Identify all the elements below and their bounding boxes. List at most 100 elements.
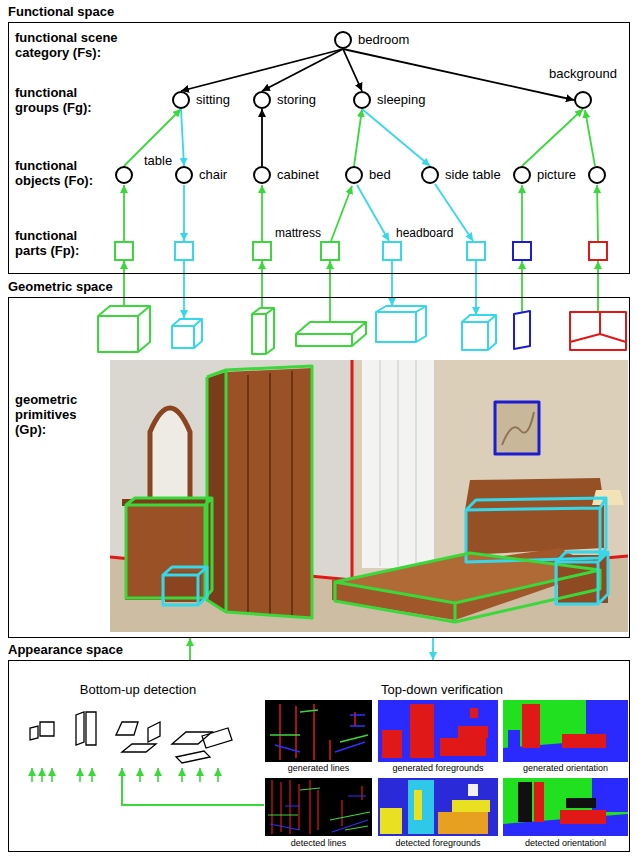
bedroom-photo — [465, 478, 604, 555]
part-square — [175, 242, 193, 260]
part-arrow — [585, 110, 595, 166]
section-label: Top-down verification — [362, 682, 522, 697]
thumbnail-caption: detected lines — [265, 838, 372, 848]
connector-arrow — [181, 109, 184, 166]
node-label: table — [144, 152, 172, 170]
bottom-up-arrow — [31, 768, 33, 782]
connector-arrow — [189, 638, 191, 660]
bottom-up-segments — [76, 712, 96, 745]
part-square — [253, 242, 271, 260]
object-node: chair — [175, 166, 193, 184]
detected-foregrounds-thumbnail — [438, 812, 488, 834]
geometric-primitive — [252, 308, 274, 354]
detected-foregrounds-thumbnail — [378, 778, 498, 836]
thumbnail-caption: generated orientation — [503, 763, 628, 773]
part-square — [115, 242, 607, 260]
bedroom-photo — [110, 360, 628, 632]
node-label: bed — [369, 166, 391, 184]
node-label: sitting — [196, 91, 230, 109]
part-square — [383, 242, 401, 260]
detected-lines-thumbnail — [270, 796, 368, 832]
node-label: cabinet — [277, 166, 319, 184]
bedroom-photo — [207, 366, 312, 618]
node-label: chair — [199, 166, 227, 184]
part-arrow — [331, 186, 352, 241]
part-square — [589, 242, 607, 260]
detected-foregrounds-thumbnail — [408, 780, 434, 834]
geometric-primitive — [296, 322, 366, 346]
bottom-up-arrow — [157, 768, 159, 782]
primitive-arrow — [597, 261, 599, 312]
row-label: geometric primitives (Gp): — [15, 392, 107, 437]
bottom-up-arrow — [41, 768, 43, 782]
generated-foregrounds-thumbnail — [458, 726, 488, 738]
detected-orientation-thumbnail — [560, 810, 606, 824]
object-node: side table — [421, 166, 439, 184]
generated-foregrounds-thumbnail — [410, 704, 434, 758]
detected-foregrounds-thumbnail — [380, 808, 402, 834]
part-square — [321, 242, 339, 260]
detected-orientation-thumbnail — [534, 782, 544, 822]
bedroom-photo — [163, 567, 207, 605]
bedroom-photo — [207, 372, 226, 612]
part-arrow — [597, 185, 598, 241]
part-arrow — [261, 185, 263, 241]
object-node: picture — [513, 166, 531, 184]
bedroom-photo — [495, 402, 539, 454]
bottom-up-arrow — [79, 768, 81, 782]
detected-orientation-thumbnail — [503, 778, 628, 836]
geometric-primitive — [514, 311, 530, 349]
primitive-arrow — [183, 261, 185, 318]
primitive-arrow — [123, 261, 125, 306]
row-label: functional parts (Fp): — [15, 228, 111, 258]
primitive-arrow — [124, 261, 598, 322]
bedroom-photo — [556, 552, 608, 604]
thumbnail-caption: generated foregrounds — [378, 763, 498, 773]
geometric-primitive — [98, 306, 150, 352]
bedroom-photo — [110, 360, 628, 632]
detected-orientation-thumbnail — [592, 778, 628, 812]
generated-orientation-thumbnail — [508, 730, 520, 748]
group-node: sitting — [172, 91, 190, 109]
detected-lines-thumbnail — [265, 778, 372, 836]
bedroom-photo — [502, 412, 534, 445]
generated-orientation-thumbnail — [522, 704, 540, 748]
node-label: sleeping — [377, 91, 425, 109]
panel-heading: Appearance space — [8, 642, 123, 658]
bedroom-photo — [226, 368, 312, 618]
row-label: functional groups (Fg): — [15, 85, 111, 115]
node-label: background — [549, 65, 617, 83]
thumbnail-caption: generated lines — [265, 763, 372, 773]
geometric-primitive — [98, 306, 626, 354]
connector-arrow — [522, 109, 583, 166]
bedroom-photo — [495, 402, 539, 454]
detected-lines-thumbnail — [268, 788, 370, 830]
bottom-up-arrow — [51, 768, 53, 782]
connector-arrow — [262, 49, 343, 91]
bottom-up-arrow — [199, 768, 201, 782]
detected-lines-thumbnail — [265, 778, 372, 836]
group-node: storing — [253, 91, 271, 109]
scene-category-node: bedroom — [334, 31, 352, 49]
connector-arrow — [354, 109, 362, 166]
unlabeled-object-circle — [589, 167, 605, 183]
node-label: picture — [537, 166, 576, 184]
bottom-up-segments — [172, 728, 232, 763]
panel-heading: Functional space — [8, 4, 114, 20]
part-square — [513, 242, 531, 260]
object-node: bed — [345, 166, 363, 184]
bottom-up-segments — [30, 712, 232, 763]
row-label: functional objects (Fo): — [15, 158, 111, 188]
geometric-primitive — [462, 315, 496, 350]
panel-heading: Geometric space — [8, 279, 113, 295]
primitive-arrow — [329, 261, 331, 322]
node-label: storing — [277, 91, 316, 109]
part-arrow — [123, 185, 125, 241]
bedroom-photo — [362, 360, 434, 568]
part-label: headboard — [396, 226, 453, 241]
generated-orientation-thumbnail — [503, 700, 628, 762]
generated-lines-thumbnail — [265, 700, 372, 762]
bottom-up-arrow — [122, 768, 264, 805]
